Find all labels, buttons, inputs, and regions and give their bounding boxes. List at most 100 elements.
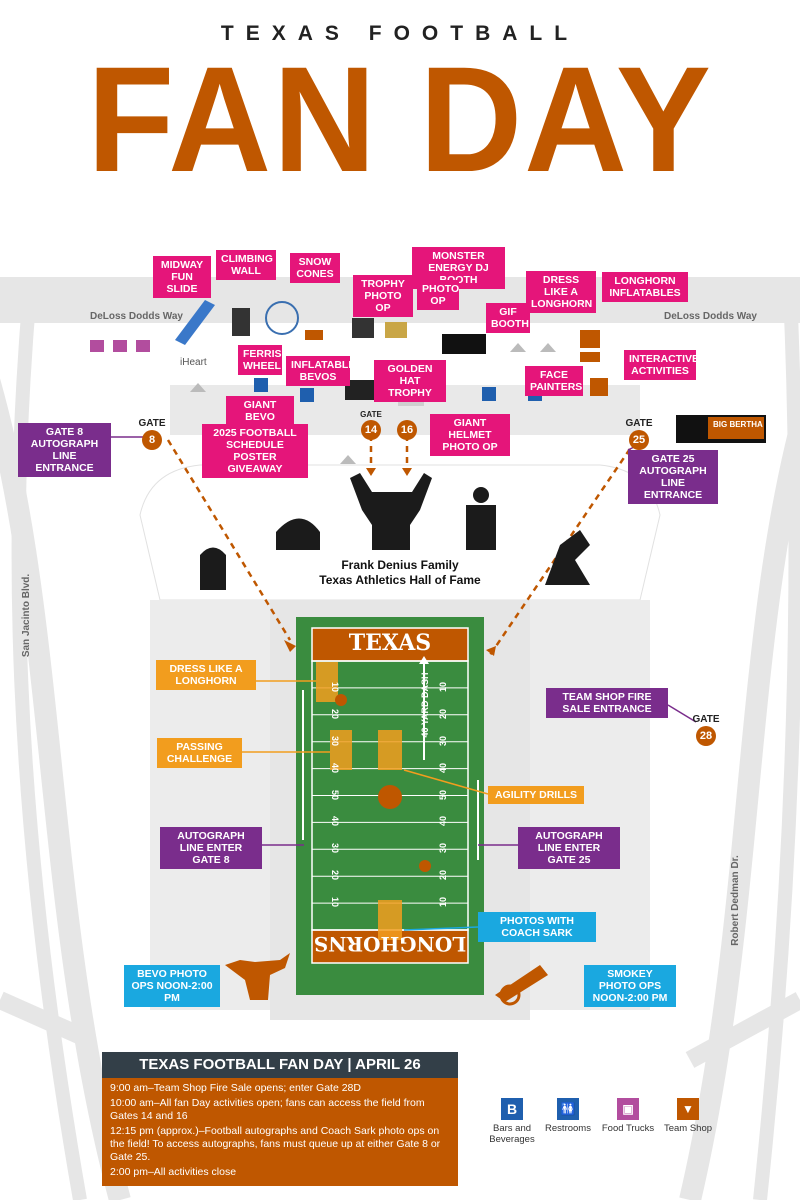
hall-of-fame-label: Frank Denius Family Texas Athletics Hall… [270, 558, 530, 588]
yard-number-right: 30 [438, 843, 449, 854]
tent-3 [540, 343, 556, 352]
label-dress-like-field: DRESS LIKE A LONGHORN [156, 660, 256, 690]
team-shop-icon [590, 378, 608, 396]
bottom-mascots [225, 953, 548, 1006]
forty-yard-dash-label: 40 YARD DASH [420, 672, 430, 738]
schedule-item: 2:00 pm–All activities close [110, 1166, 237, 1178]
label-big-bertha: BIG BERTHA [713, 420, 763, 429]
tent-1 [190, 383, 206, 392]
legend-team-shop: ▼ Team Shop [660, 1098, 716, 1134]
label-photo-op: PHOTO OP [417, 280, 459, 310]
yard-number-left: 50 [330, 789, 341, 800]
statue-football [473, 487, 489, 503]
dash-arrowhead [419, 656, 429, 664]
field-badge-2 [419, 860, 431, 872]
label-agility-drills: AGILITY DRILLS [488, 786, 584, 804]
arrowhead-14 [366, 468, 376, 476]
label-giant-helmet: GIANT HELMET PHOTO OP [430, 414, 510, 456]
statue-pillar [466, 505, 496, 550]
legend-restrooms: 🚻 Restrooms [542, 1098, 594, 1134]
golden-hat-icon [385, 322, 407, 338]
road-deloss-left: DeLoss Dodds Way [90, 311, 183, 322]
road-robert-dedman: Robert Dedman Dr. [729, 855, 741, 946]
legend-bars: B Bars and Beverages [486, 1098, 538, 1145]
bar-icon-2 [482, 387, 496, 401]
arrowhead-right [486, 646, 496, 656]
schedule-item: 12:15 pm (approx.)–Football autographs a… [110, 1125, 441, 1163]
climbing-wall-icon [232, 308, 250, 336]
legend-restrooms-text: Restrooms [545, 1123, 591, 1134]
football-field [296, 617, 484, 995]
big-bertha-panel [708, 417, 764, 439]
dj-booth-icon [442, 334, 486, 354]
bars-icon: B [501, 1098, 523, 1120]
label-passing-challenge: PASSING CHALLENGE [157, 738, 242, 768]
yard-number-left: 10 [330, 897, 341, 908]
dress-zone [316, 662, 338, 702]
label-iheart: iHeart [180, 357, 207, 368]
yard-number-right: 20 [438, 708, 449, 719]
endzone-bottom-text: LONGHORNS [313, 932, 467, 956]
smokey-cannon-icon [495, 965, 548, 1002]
label-face-painters: FACE PAINTERS [525, 366, 583, 396]
restroom-icon: 🚻 [557, 1098, 579, 1120]
label-dress-like-top: DRESS LIKE A LONGHORN [526, 271, 596, 313]
yard-number-right: 10 [438, 681, 449, 692]
longhorn-inflatable-icon [580, 330, 600, 348]
label-inflatable-bevos: INFLATABLE BEVOS [286, 356, 355, 386]
label-bevo-photo-ops: BEVO PHOTO OPS NOON-2:00 PM [124, 965, 220, 1007]
label-autograph-left: AUTOGRAPH LINE ENTER GATE 8 [160, 827, 262, 869]
arrowhead-16 [402, 468, 412, 476]
yard-number-right: 30 [438, 735, 449, 746]
longhorn-statue [350, 473, 432, 550]
team-shop-icon: ▼ [677, 1098, 699, 1120]
longhorn-midfield-logo [378, 785, 402, 809]
label-golden-hat: GOLDEN HAT TROPHY [374, 360, 446, 402]
label-photos-sark: PHOTOS WITH COACH SARK [478, 912, 596, 942]
schedule-item: 9:00 am–Team Shop Fire Sale opens; enter… [110, 1082, 361, 1094]
gate-25-badge: 25 [629, 430, 649, 450]
legend-team-shop-text: Team Shop [663, 1123, 713, 1134]
bar-icon-1 [300, 388, 314, 402]
yard-number-left: 30 [330, 843, 341, 854]
label-team-shop-fire-sale: TEAM SHOP FIRE SALE ENTRANCE [546, 688, 668, 718]
passing-zone [330, 730, 352, 770]
food-truck-1 [90, 340, 104, 352]
hall-of-fame-line1: Frank Denius Family [341, 558, 459, 572]
tent-2 [510, 343, 526, 352]
label-gif-booth: GIF BOOTH [486, 303, 530, 333]
label-midway-fun-slide: MIDWAY FUN SLIDE [153, 256, 211, 298]
entrance-paths [166, 435, 638, 656]
road-san-jacinto: San Jacinto Blvd. [21, 573, 33, 658]
gate-8-word: GATE [138, 418, 166, 429]
bevo-icon [225, 953, 290, 1000]
page-subtitle: TEXAS FOOTBALL [220, 22, 580, 45]
food-truck-icon: ▣ [617, 1098, 639, 1120]
slide-icon [175, 300, 215, 345]
label-longhorn-inflatables: LONGHORN INFLATABLES [602, 272, 688, 302]
yard-number-right: 40 [438, 762, 449, 773]
sark-zone [378, 900, 402, 940]
tent-4 [340, 455, 356, 464]
gate-8-badge: 8 [142, 430, 162, 450]
label-autograph-right: AUTOGRAPH LINE ENTER GATE 25 [518, 827, 620, 869]
road-deloss-right: DeLoss Dodds Way [664, 311, 757, 322]
label-gate8-entrance: GATE 8 AUTOGRAPH LINE ENTRANCE [18, 423, 111, 477]
yard-number-left: 10 [330, 681, 341, 692]
legend-food-trucks-text: Food Trucks [601, 1123, 655, 1134]
restroom-icon-1 [254, 378, 268, 392]
yard-number-left: 30 [330, 735, 341, 746]
trophy-icon [352, 318, 374, 338]
label-ferris-wheel: FERRIS WHEEL [238, 345, 282, 375]
food-truck-3 [136, 340, 150, 352]
gate-14-badge: 14 [361, 420, 381, 440]
ferris-wheel-icon [265, 301, 299, 335]
yard-number-left: 40 [330, 762, 341, 773]
yard-number-left: 40 [330, 816, 341, 827]
yard-number-right: 40 [438, 816, 449, 827]
yard-number-left: 20 [330, 870, 341, 881]
yard-number-right: 50 [438, 789, 449, 800]
label-snow-cones: SNOW CONES [290, 253, 340, 283]
endzone-top-text: TEXAS [348, 630, 432, 656]
